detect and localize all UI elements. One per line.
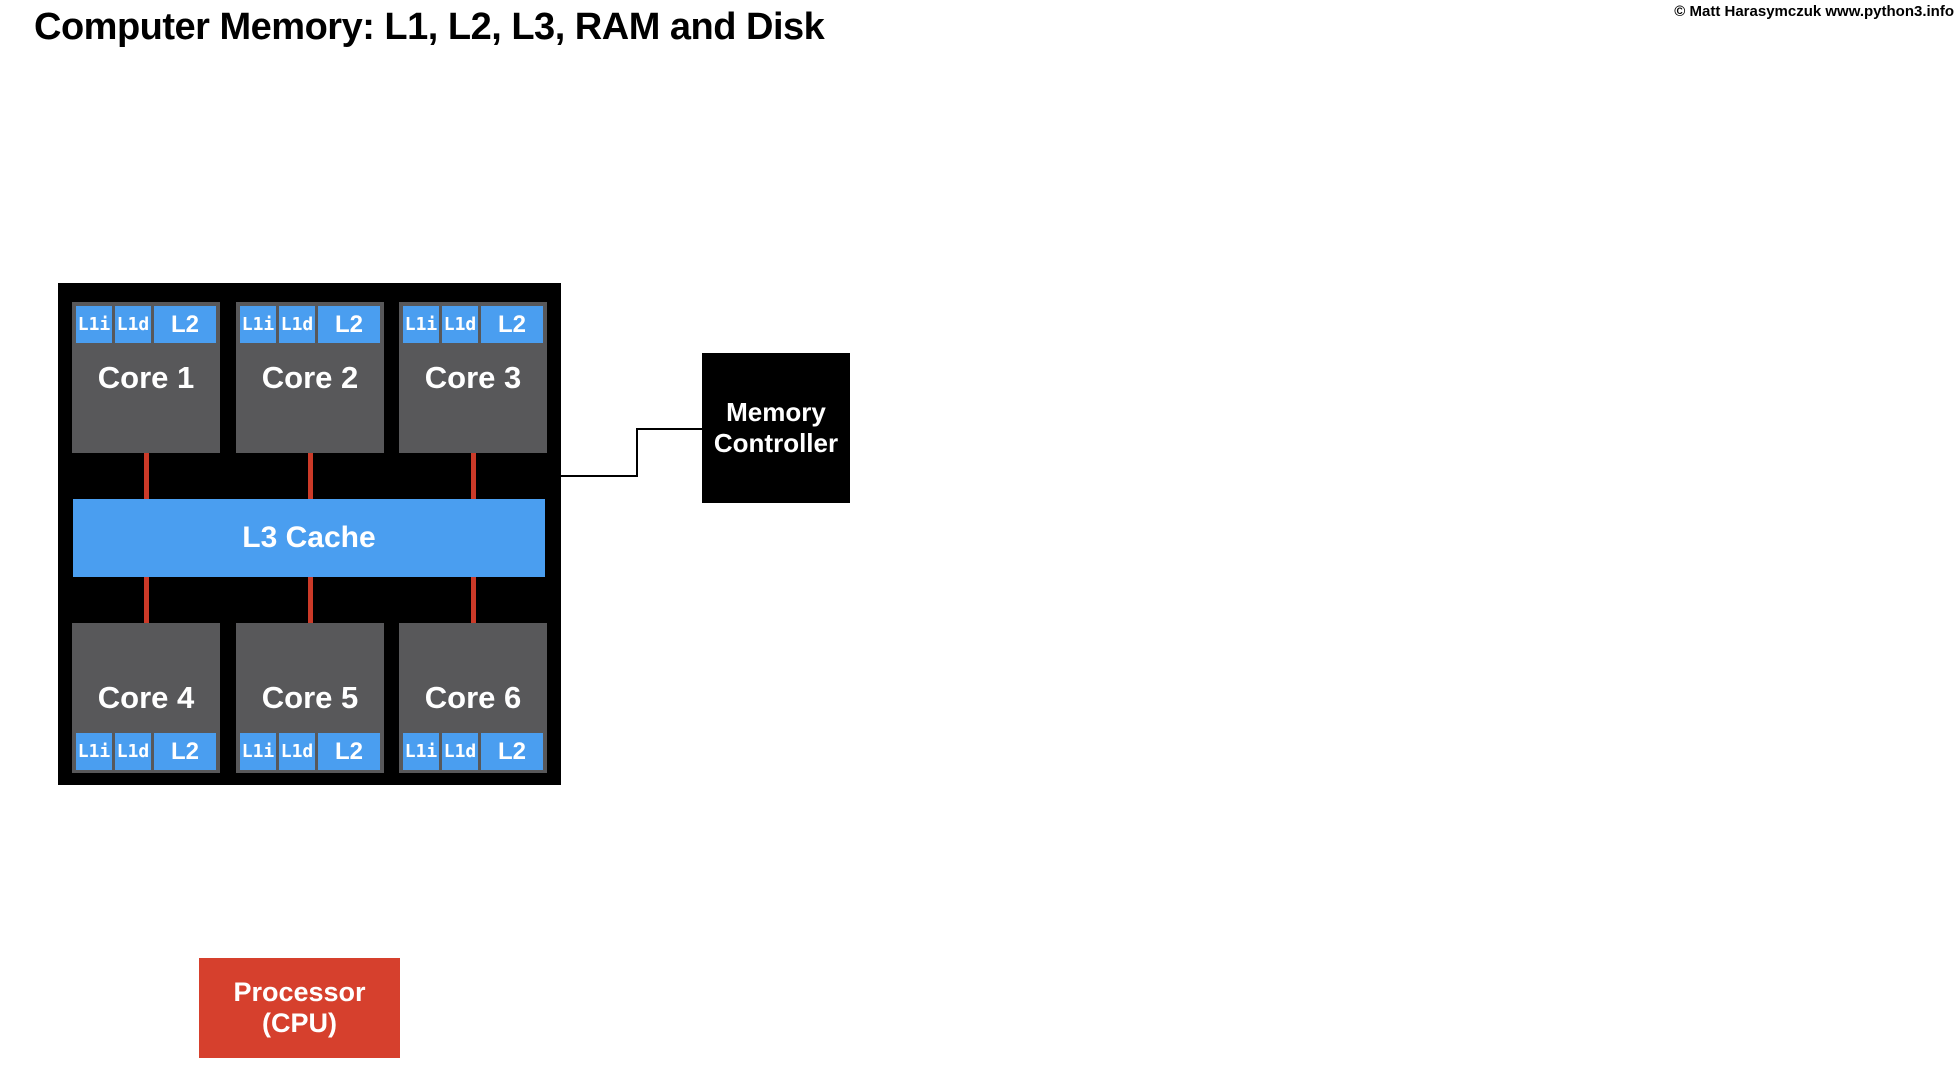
core-label: Core 6 [424, 680, 522, 715]
l2-cache-box: L2 [481, 306, 543, 343]
memory-controller-label-line1: Memory [726, 396, 826, 427]
core-box-1: L1i L1d L2 Core 1 [72, 302, 220, 453]
page-title: Computer Memory: L1, L2, L3, RAM and Dis… [34, 6, 825, 48]
l2-cache-box: L2 [318, 306, 380, 343]
core3-l3-bus-line [471, 453, 476, 499]
core-box-4: L1i L1d L2 Core 4 [72, 623, 220, 773]
l1i-cache-box: L1i [403, 733, 439, 770]
memory-controller-connector-line [561, 428, 703, 477]
l2-cache-box: L2 [481, 733, 543, 770]
core-label: Core 3 [424, 359, 522, 395]
l1d-cache-box: L1d [115, 306, 151, 343]
l3-cache-label: L3 Cache [242, 521, 376, 554]
core4-l3-bus-line [144, 577, 149, 623]
l1i-cache-box: L1i [240, 306, 276, 343]
core1-l3-bus-line [144, 453, 149, 499]
core6-l3-bus-line [471, 577, 476, 623]
l2-cache-box: L2 [154, 733, 216, 770]
l2-cache-box: L2 [154, 306, 216, 343]
cache-row: L1i L1d L2 [240, 733, 380, 770]
core-box-2: L1i L1d L2 Core 2 [236, 302, 384, 453]
core-box-3: L1i L1d L2 Core 3 [399, 302, 547, 453]
l1d-cache-box: L1d [279, 306, 315, 343]
core-label: Core 5 [261, 680, 359, 715]
core-label: Core 2 [261, 359, 359, 395]
core-box-5: L1i L1d L2 Core 5 [236, 623, 384, 773]
l1d-cache-box: L1d [442, 733, 478, 770]
core-label: Core 1 [97, 359, 195, 395]
core-label: Core 4 [97, 680, 195, 715]
l3-cache-bar: L3 Cache [73, 499, 545, 577]
cache-row: L1i L1d L2 [76, 306, 216, 343]
l1d-cache-box: L1d [279, 733, 315, 770]
core2-l3-bus-line [308, 453, 313, 499]
cache-row: L1i L1d L2 [403, 733, 543, 770]
l1d-cache-box: L1d [115, 733, 151, 770]
core-box-6: L1i L1d L2 Core 6 [399, 623, 547, 773]
cache-row: L1i L1d L2 [76, 733, 216, 770]
l1i-cache-box: L1i [240, 733, 276, 770]
cache-row: L1i L1d L2 [240, 306, 380, 343]
cache-row: L1i L1d L2 [403, 306, 543, 343]
l1d-cache-box: L1d [442, 306, 478, 343]
l1i-cache-box: L1i [403, 306, 439, 343]
copyright-notice: © Matt Harasymczuk www.python3.info [1674, 3, 1954, 20]
memory-controller-label-line2: Controller [713, 428, 839, 458]
core5-l3-bus-line [308, 577, 313, 623]
cpu-die-box: L1i L1d L2 Core 1 L1i L1d L2 Core 2 L1i … [58, 283, 561, 785]
memory-controller-box: Memory Controller [702, 353, 850, 503]
l1i-cache-box: L1i [76, 733, 112, 770]
l1i-cache-box: L1i [76, 306, 112, 343]
processor-cpu-box: Processor (CPU) [199, 958, 400, 1058]
processor-label-line1: Processor [233, 976, 366, 1007]
l2-cache-box: L2 [318, 733, 380, 770]
processor-label-line2: (CPU) [262, 1008, 337, 1038]
